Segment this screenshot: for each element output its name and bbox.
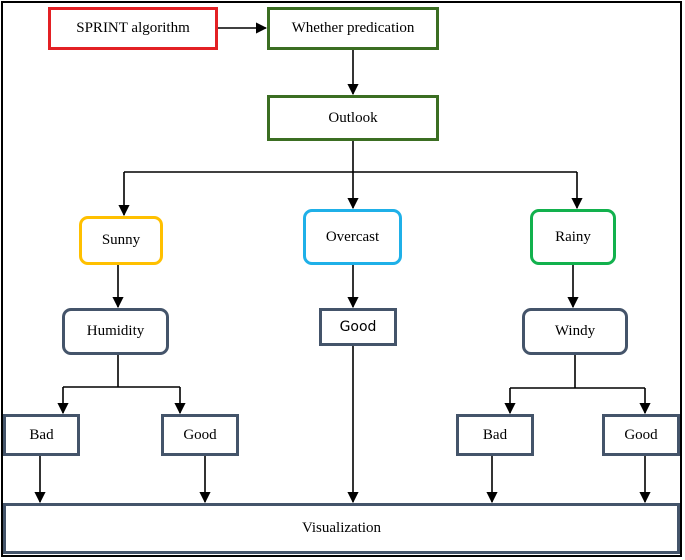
- rainy-node: Rainy: [530, 209, 616, 265]
- sprint-algorithm-node: SPRINT algorithm: [48, 7, 218, 50]
- windy-node: Windy: [522, 308, 628, 355]
- whether-predication-node: Whether predication: [267, 7, 439, 50]
- humidity-good-label: Good: [183, 426, 217, 443]
- sunny-node: Sunny: [79, 216, 163, 265]
- humidity-bad-node: Bad: [3, 414, 80, 456]
- overcast-good-node: Good: [319, 308, 397, 346]
- outlook-label: Outlook: [328, 109, 378, 126]
- sunny-label: Sunny: [101, 232, 141, 248]
- overcast-label: Overcast: [325, 228, 380, 245]
- visualization-node: Visualization: [3, 503, 680, 554]
- humidity-good-node: Good: [161, 414, 239, 456]
- rainy-label: Rainy: [555, 228, 591, 245]
- visualization-label: Visualization: [301, 520, 382, 536]
- humidity-node: Humidity: [62, 308, 169, 355]
- windy-bad-label: Bad: [482, 426, 508, 443]
- humidity-bad-label: Bad: [29, 426, 54, 443]
- overcast-good-label: Good: [339, 319, 377, 335]
- outlook-node: Outlook: [267, 95, 439, 141]
- whether-predication-label: Whether predication: [291, 20, 415, 36]
- windy-good-node: Good: [602, 414, 680, 456]
- overcast-node: Overcast: [303, 209, 402, 265]
- windy-good-label: Good: [624, 426, 658, 443]
- windy-label: Windy: [554, 323, 596, 339]
- humidity-label: Humidity: [86, 323, 145, 339]
- windy-bad-node: Bad: [456, 414, 534, 456]
- sprint-algorithm-label: SPRINT algorithm: [76, 20, 190, 36]
